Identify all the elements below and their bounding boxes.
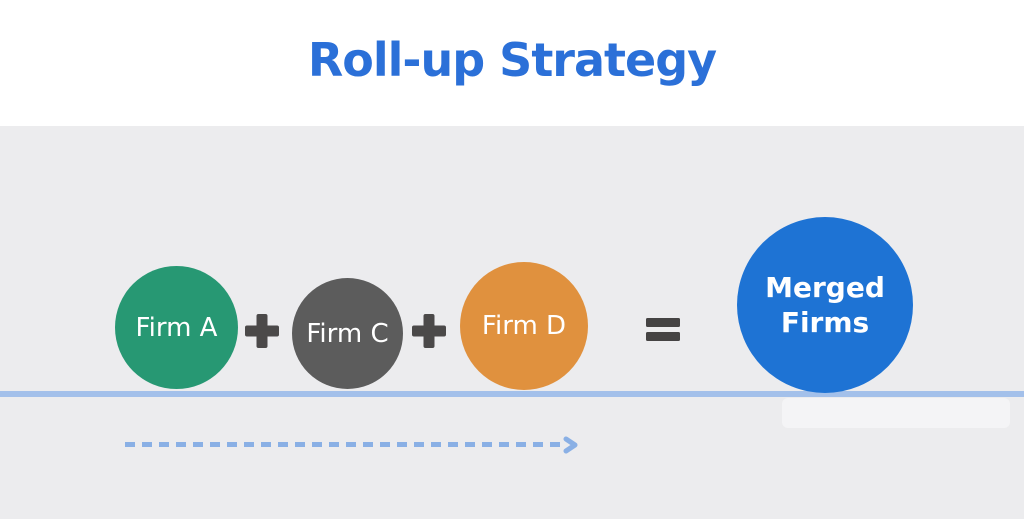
firm-c-circle: Firm C (292, 278, 403, 389)
flow-arrow-dashes (125, 442, 562, 447)
equals-bar-top (646, 318, 680, 327)
header: Roll-up Strategy (0, 0, 1024, 126)
equals-bar-bottom (646, 332, 680, 341)
soft-highlight-patch (782, 398, 1010, 428)
firm-d-label: Firm D (481, 311, 567, 341)
page-title: Roll-up Strategy (307, 33, 717, 87)
merged-firms-circle: Merged Firms (737, 217, 913, 393)
plus-icon (245, 314, 279, 348)
firm-a-circle: Firm A (115, 266, 238, 389)
plus-icon (412, 314, 446, 348)
flow-arrow (125, 436, 578, 454)
firm-c-label: Firm C (306, 318, 389, 349)
firm-a-label: Firm A (135, 312, 218, 343)
equals-icon (646, 318, 680, 341)
firm-d-circle: Firm D (460, 262, 588, 390)
baseline-divider (0, 391, 1024, 397)
merged-firms-label: Merged Firms (765, 271, 885, 339)
arrowhead-icon (563, 436, 578, 454)
